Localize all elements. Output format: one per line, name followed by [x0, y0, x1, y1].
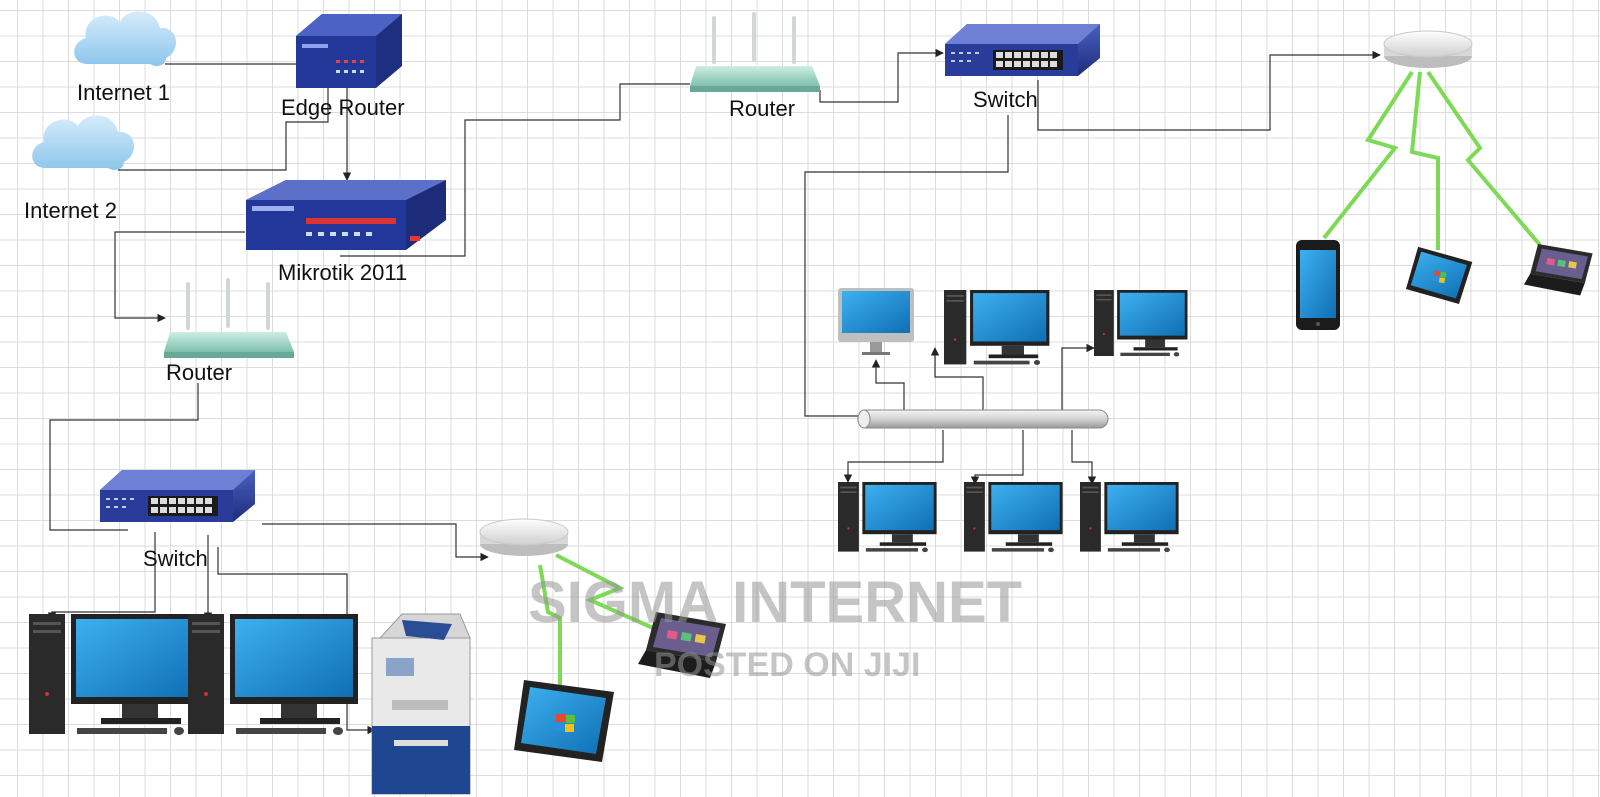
- access-point-left-icon: [479, 518, 569, 557]
- internet1-label: Internet 1: [77, 80, 170, 105]
- desktop-pc-icon: [944, 290, 1050, 366]
- smartphone-icon: [1296, 240, 1340, 330]
- printer-icon: [371, 613, 471, 795]
- router-top-icon: [690, 12, 820, 92]
- switch-left-label: Switch: [143, 546, 208, 571]
- desktop-pc-icon: [29, 614, 199, 735]
- access-point-top-icon: [1383, 30, 1473, 69]
- switch-top-label: Switch: [973, 87, 1038, 112]
- desktop-pc-icon: [1080, 482, 1179, 553]
- router-top-label: Router: [729, 96, 796, 121]
- desktop-pc-icon: [1094, 290, 1188, 357]
- tablet-icon: [1404, 246, 1474, 305]
- tablet-icon: [514, 680, 614, 762]
- imac-icon: [838, 288, 914, 355]
- desktop-pc-icon: [188, 614, 358, 735]
- laptop-icon: [1524, 244, 1593, 296]
- desktop-pc-icon: [838, 482, 937, 553]
- watermark-title: SIGMA INTERNET: [528, 570, 1023, 635]
- switch-left-icon: [100, 470, 255, 522]
- mikrotik-label: Mikrotik 2011: [278, 260, 408, 285]
- wireless-links: [538, 70, 1542, 685]
- switch-top-icon: [945, 24, 1100, 76]
- internet2-cloud-icon: [32, 115, 135, 170]
- network-bus-pipe: [857, 409, 1109, 429]
- edge-router-label: Edge Router: [281, 95, 405, 120]
- mikrotik-router-icon: [246, 180, 446, 250]
- internet2-label: Internet 2: [24, 198, 117, 223]
- edge-router-icon: [296, 14, 402, 88]
- desktop-pc-icon: [964, 482, 1063, 553]
- internet1-cloud-icon: [74, 11, 177, 67]
- router-left-icon: [164, 278, 294, 358]
- watermark-subtitle: POSTED ON JIJI: [654, 646, 921, 684]
- router-left-label: Router: [166, 360, 233, 385]
